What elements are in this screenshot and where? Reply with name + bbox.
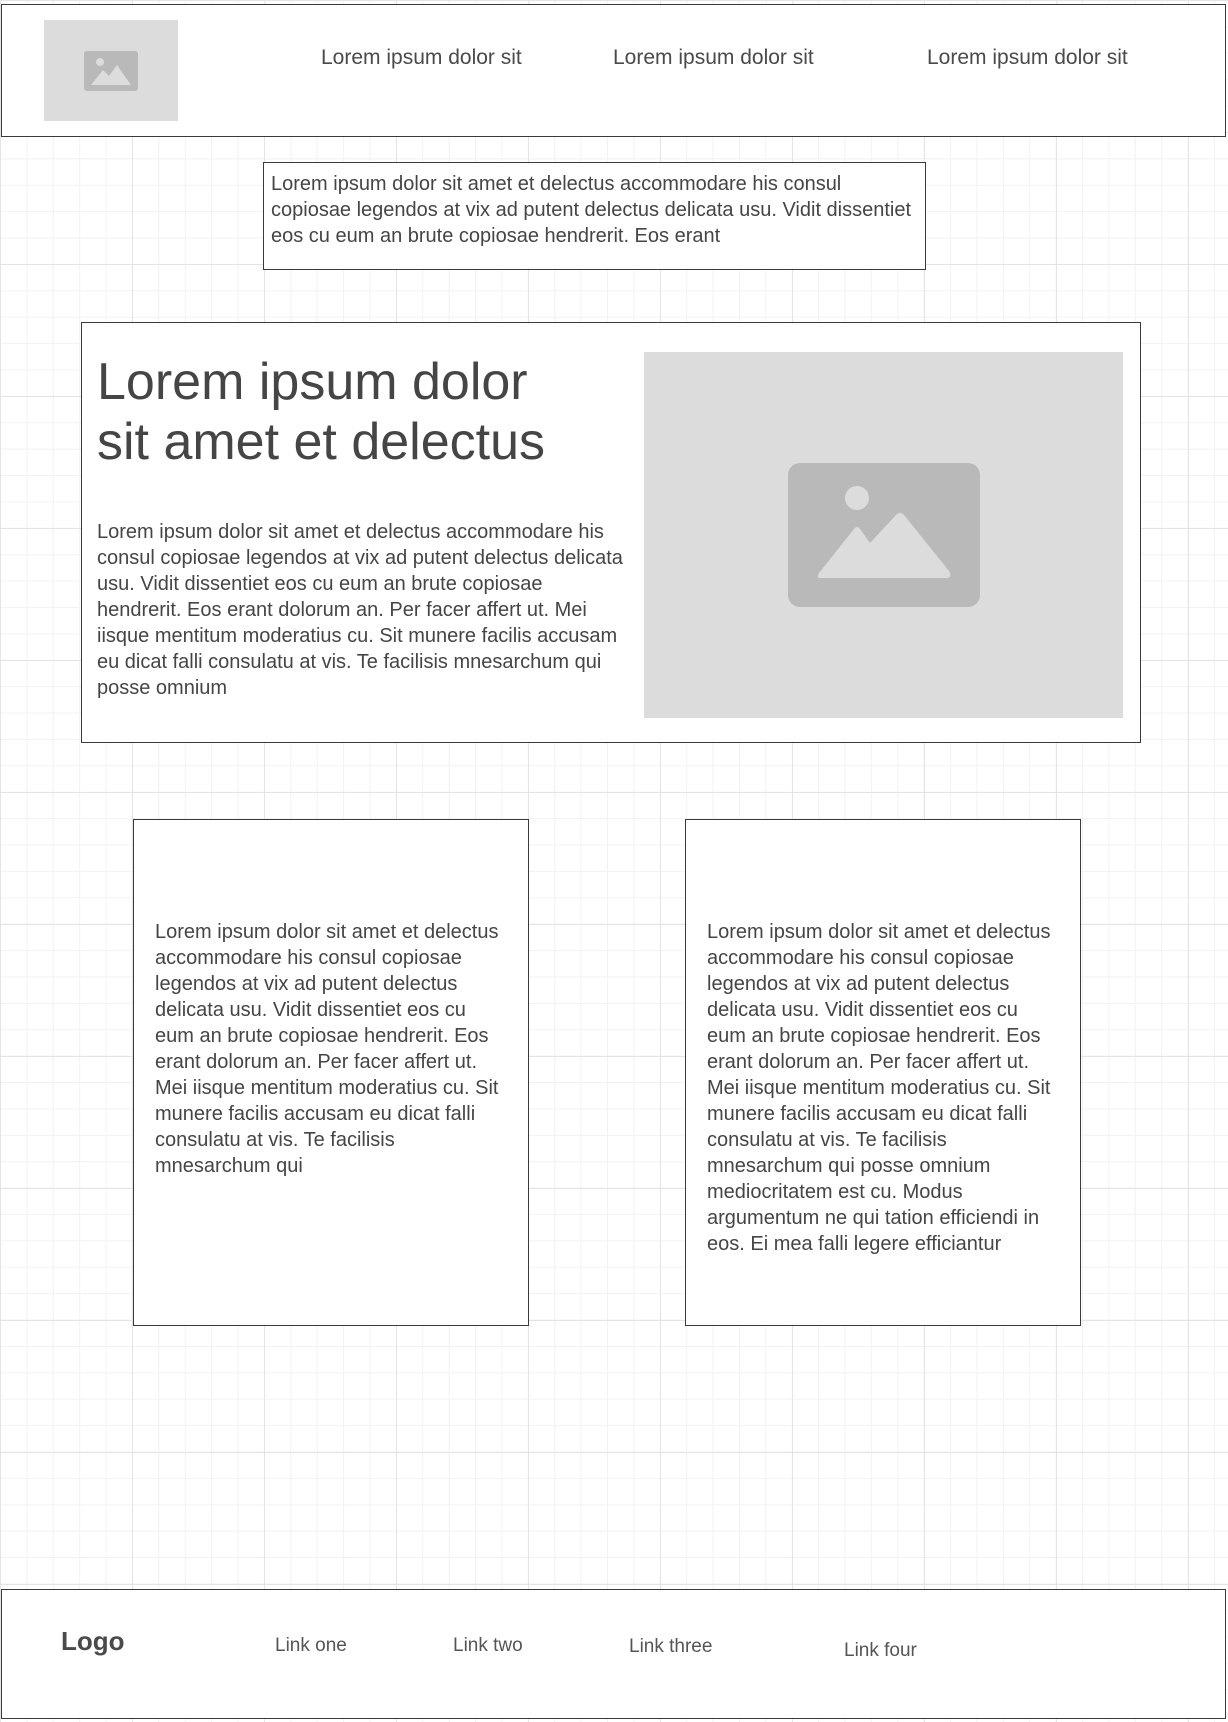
card-text: Lorem ipsum dolor sit amet et delectus a… (155, 921, 499, 1177)
content-card-2: Lorem ipsum dolor sit amet et delectus a… (685, 819, 1081, 1326)
image-placeholder-icon (787, 463, 980, 607)
footer-link-two[interactable]: Link two (453, 1635, 523, 1656)
nav-link-3[interactable]: Lorem ipsum dolor sit (927, 46, 1128, 69)
footer-link-one[interactable]: Link one (275, 1635, 347, 1656)
card-text: Lorem ipsum dolor sit amet et delectus a… (707, 921, 1051, 1255)
image-placeholder-icon (84, 50, 138, 91)
site-footer: Logo Link one Link two Link three Link f… (1, 1589, 1226, 1719)
nav-link-1[interactable]: Lorem ipsum dolor sit (321, 46, 522, 69)
intro-text-box: Lorem ipsum dolor sit amet et delectus a… (263, 162, 926, 270)
hero-title: Lorem ipsum dolor sit amet et delectus (97, 353, 545, 471)
site-header: Lorem ipsum dolor sit Lorem ipsum dolor … (1, 4, 1226, 137)
footer-link-four[interactable]: Link four (844, 1640, 917, 1661)
nav-link-2[interactable]: Lorem ipsum dolor sit (613, 46, 814, 69)
hero-section: Lorem ipsum dolor sit amet et delectus L… (81, 322, 1141, 743)
hero-text: Lorem ipsum dolor sit amet et delectus a… (97, 521, 623, 699)
header-logo-image[interactable] (44, 20, 178, 121)
footer-link-three[interactable]: Link three (629, 1636, 713, 1657)
footer-logo[interactable]: Logo (61, 1626, 125, 1656)
content-card-1: Lorem ipsum dolor sit amet et delectus a… (133, 819, 529, 1326)
hero-image (644, 352, 1123, 718)
intro-text: Lorem ipsum dolor sit amet et delectus a… (271, 173, 912, 247)
